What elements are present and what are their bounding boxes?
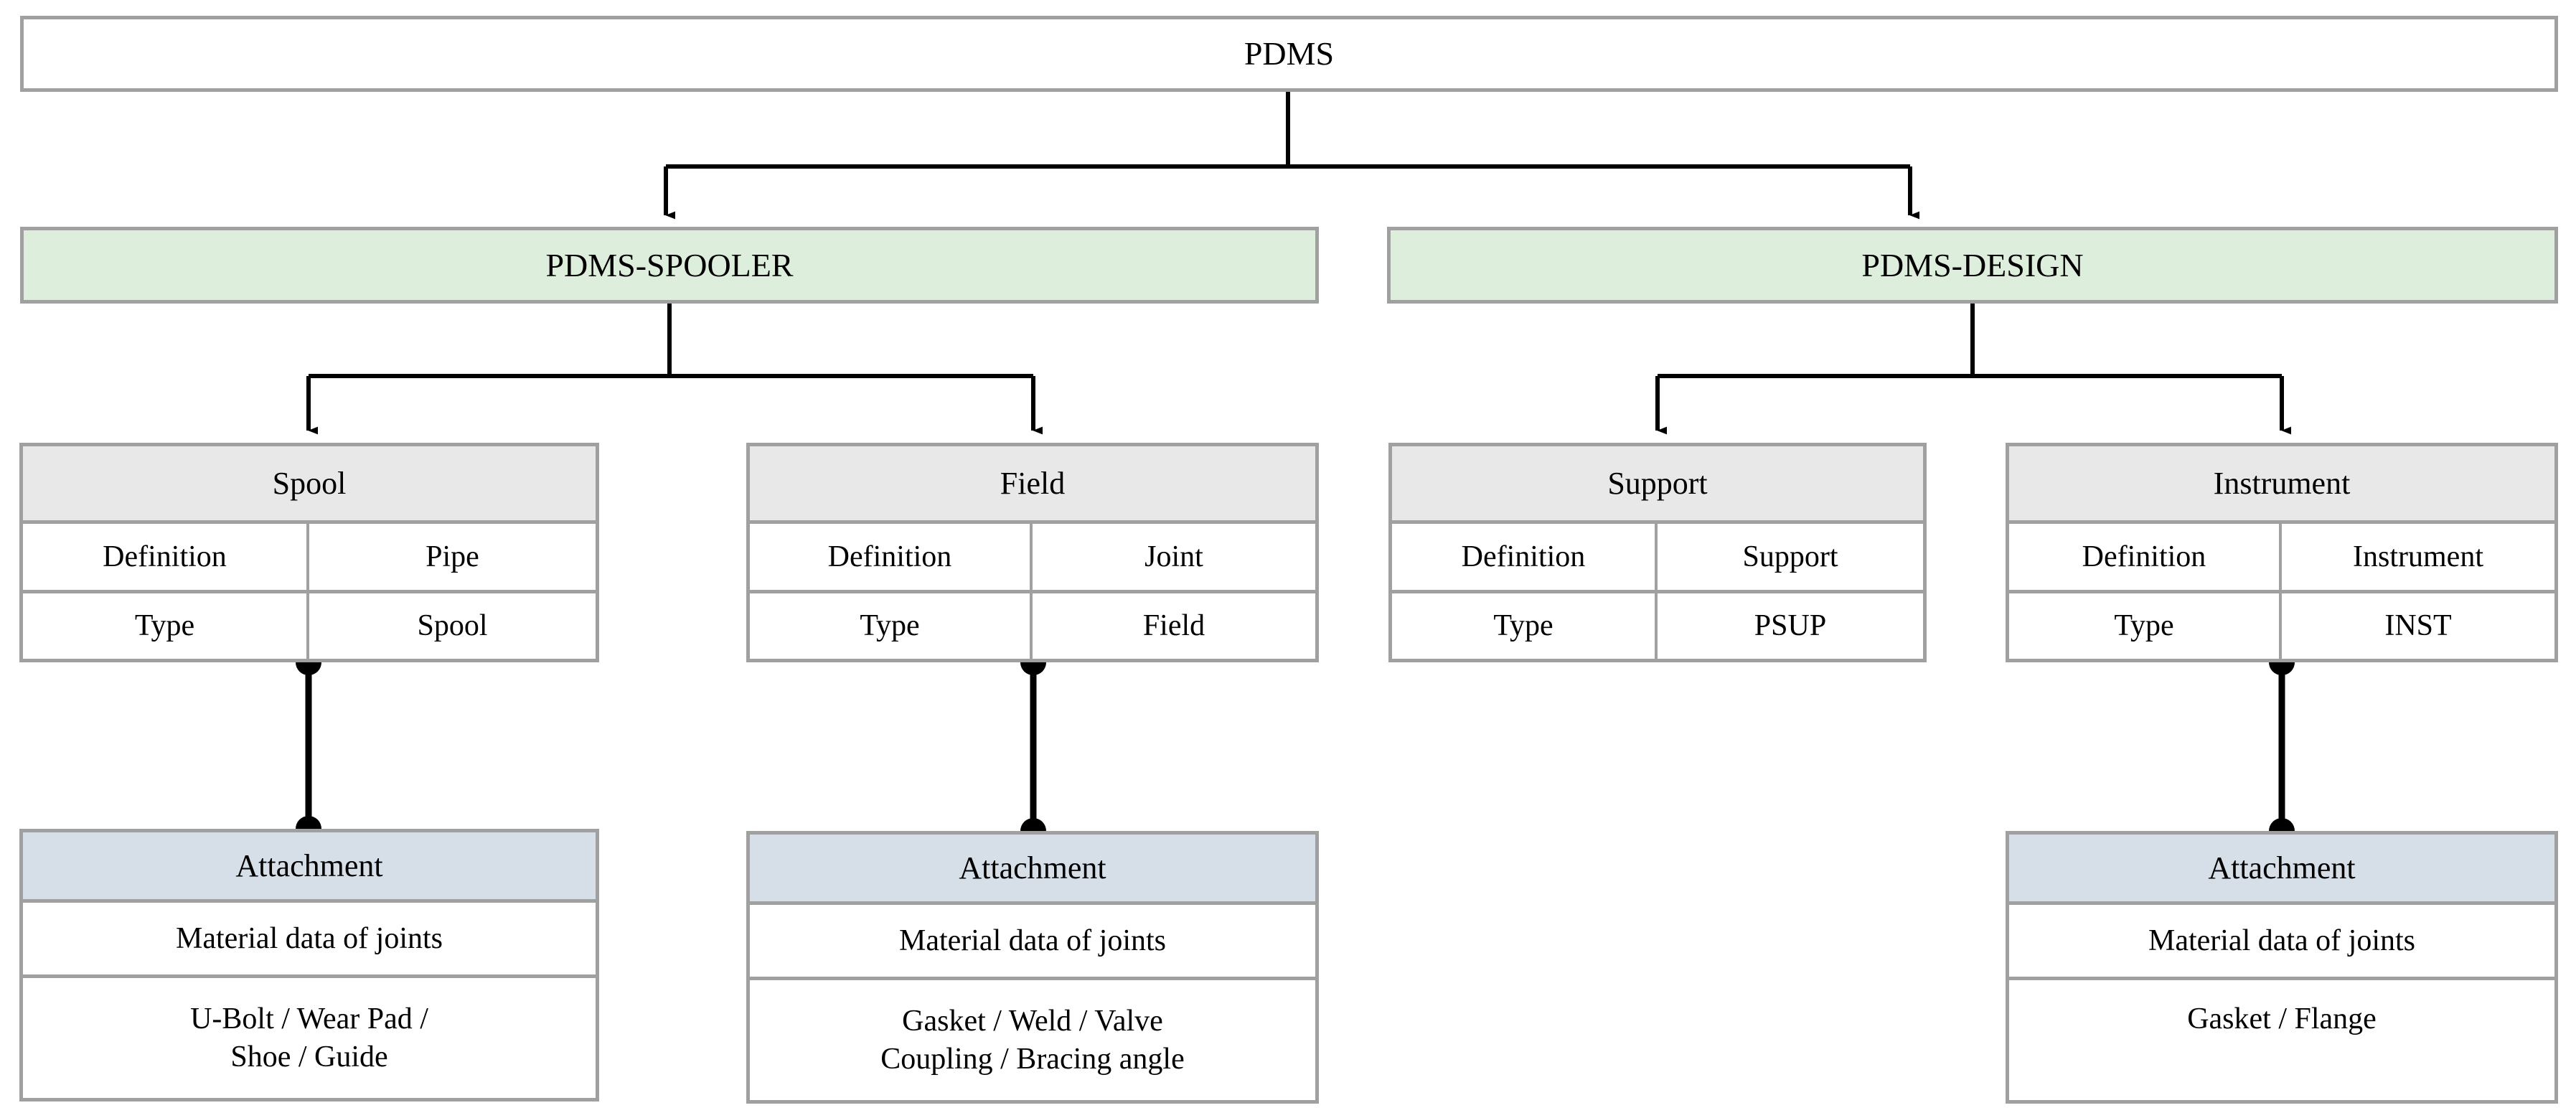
module-node-pdms-design[interactable]: PDMS-DESIGN	[1387, 227, 2558, 304]
module-node-label: PDMS-DESIGN	[1861, 246, 2084, 283]
class-node-support[interactable]: Support Definition Support Type PSUP	[1388, 443, 1927, 662]
attachment-items-line-2: Coupling / Bracing angle	[880, 1042, 1185, 1076]
attachment-items-line-2: Shoe / Guide	[230, 1040, 388, 1074]
class-attribute-row: Type Spool	[23, 589, 596, 659]
root-node-pdms[interactable]: PDMS	[20, 16, 2558, 92]
attribute-key: Type	[2009, 593, 2282, 659]
class-attribute-row: Definition Instrument	[2009, 524, 2554, 590]
link-spooler-to-classes	[306, 304, 1043, 435]
class-node-spool[interactable]: Spool Definition Pipe Type Spool	[19, 443, 599, 662]
attribute-value: Instrument	[2353, 540, 2483, 573]
assoc-spool-attachment	[296, 649, 321, 842]
class-attribute-row: Definition Support	[1392, 524, 1923, 590]
attachment-name: Attachment	[959, 850, 1106, 886]
assoc-instrument-attachment	[2269, 649, 2295, 844]
attachment-items: U-Bolt / Wear Pad / Shoe / Guide	[23, 974, 596, 1098]
class-node-instrument[interactable]: Instrument Definition Instrument Type IN…	[2006, 443, 2558, 662]
class-header: Field	[750, 446, 1315, 524]
attachment-description-text: Material data of joints	[175, 921, 443, 955]
attribute-key: Type	[1392, 593, 1658, 659]
attachment-items-line-1: Gasket / Weld / Valve	[902, 1005, 1163, 1038]
module-node-pdms-spooler[interactable]: PDMS-SPOOLER	[20, 227, 1319, 304]
attachment-name: Attachment	[2208, 850, 2356, 886]
attachment-items-line-1: U-Bolt / Wear Pad /	[190, 1002, 428, 1035]
attribute-value: Field	[1142, 609, 1205, 643]
attachment-header: Attachment	[750, 835, 1315, 905]
attachment-description: Material data of joints	[2009, 905, 2554, 977]
class-name: Spool	[272, 465, 347, 501]
root-node-label: PDMS	[1244, 35, 1335, 72]
attribute-key: Definition	[750, 524, 1033, 590]
attachment-node-field[interactable]: Attachment Material data of joints Gaske…	[746, 831, 1319, 1104]
class-header: Instrument	[2009, 446, 2554, 524]
class-attribute-row: Type Field	[750, 589, 1315, 659]
link-pdms-to-modules	[664, 92, 1920, 220]
assoc-field-attachment	[1020, 649, 1046, 844]
attachment-items: Gasket / Flange	[2009, 977, 2554, 1100]
attachment-description-text: Material data of joints	[2148, 924, 2416, 957]
attachment-node-spool[interactable]: Attachment Material data of joints U-Bol…	[19, 829, 599, 1101]
attribute-value: Spool	[417, 609, 488, 643]
attribute-value: INST	[2384, 609, 2452, 643]
attachment-header: Attachment	[23, 832, 596, 903]
class-attribute-row: Definition Pipe	[23, 524, 596, 590]
attachment-description-text: Material data of joints	[898, 924, 1167, 957]
class-header: Spool	[23, 446, 596, 524]
attachment-items: Gasket / Weld / Valve Coupling / Bracing…	[750, 977, 1315, 1100]
attribute-value: Joint	[1144, 540, 1203, 573]
module-node-label: PDMS-SPOOLER	[545, 246, 794, 283]
attribute-key: Definition	[2009, 524, 2282, 590]
attribute-key: Definition	[1392, 524, 1658, 590]
class-header: Support	[1392, 446, 1923, 524]
class-name: Support	[1607, 465, 1708, 501]
attachment-node-instrument[interactable]: Attachment Material data of joints Gaske…	[2006, 831, 2558, 1104]
class-attribute-row: Type PSUP	[1392, 589, 1923, 659]
attribute-value: Pipe	[426, 540, 479, 573]
attribute-key: Type	[750, 593, 1033, 659]
class-attribute-row: Type INST	[2009, 589, 2554, 659]
attachment-items-line-1: Gasket / Flange	[2187, 1002, 2377, 1035]
class-name: Field	[1000, 465, 1066, 501]
attribute-value: PSUP	[1754, 609, 1827, 643]
attribute-key: Definition	[23, 524, 309, 590]
class-name: Instrument	[2213, 465, 2351, 501]
attachment-description: Material data of joints	[23, 903, 596, 974]
attribute-value: Support	[1742, 540, 1838, 573]
attachment-name: Attachment	[235, 847, 383, 883]
class-node-field[interactable]: Field Definition Joint Type Field	[746, 443, 1319, 662]
link-design-to-classes	[1655, 304, 2292, 435]
class-attribute-row: Definition Joint	[750, 524, 1315, 590]
attribute-key: Type	[23, 593, 309, 659]
attachment-header: Attachment	[2009, 835, 2554, 905]
attachment-description: Material data of joints	[750, 905, 1315, 977]
